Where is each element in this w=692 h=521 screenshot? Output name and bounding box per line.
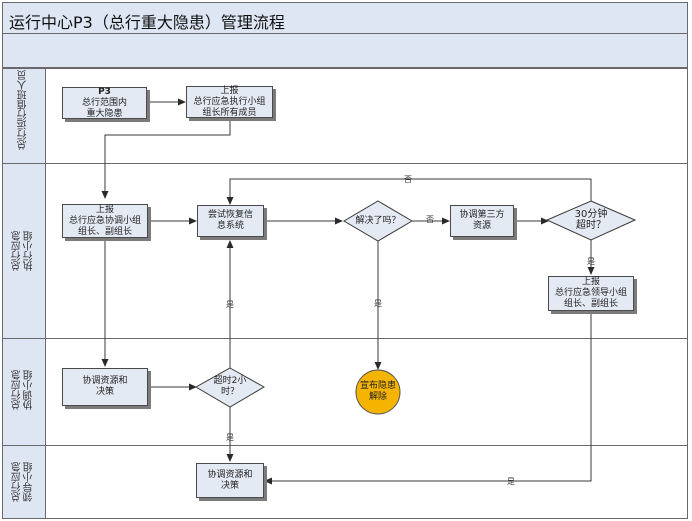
lane-label-cell-leader: 总行应急 领导小组 [2, 445, 46, 519]
decision-solved-text: 解决了吗？ [344, 208, 412, 234]
lane-divider [2, 68, 688, 69]
edge-label-yes-2h-up: 是 [226, 300, 234, 309]
end-announce-line: 宣布隐患 [359, 381, 396, 391]
node-report-coord-line: 组长、副组长 [77, 226, 132, 237]
header-sub-bar [2, 34, 688, 68]
node-report-leader: 上报 总行应急领导小组 组长、副组长 [548, 276, 634, 311]
edge-label-yes-30: 是 [587, 257, 595, 266]
node-p3-line: 总行范围内 [81, 97, 127, 108]
node-report-exec-line: 总行应急执行小组 [193, 96, 266, 107]
node-p3-line: P3 [98, 86, 111, 97]
decision-timeout2h-text: 超时2小 时？ [196, 373, 264, 401]
node-leader-decide-line: 协调资源和 [207, 469, 253, 480]
node-report-exec: 上报 总行应急执行小组 组长所有成员 [186, 86, 273, 118]
decision-timeout2h-line: 时？ [220, 387, 239, 397]
edge-label-yes-2h-down: 是 [226, 433, 234, 442]
edge-label-no-top: 否 [404, 175, 412, 184]
node-leader-decide-line: 决策 [220, 480, 239, 491]
node-restore-line: 尝试恢复信 [207, 210, 253, 220]
node-report-leader-line: 上报 [581, 277, 600, 287]
lane-label-cell-duty: 总行运行值班人员 [2, 68, 46, 163]
node-p3-line: 重大隐患 [86, 108, 123, 119]
lane-divider [2, 338, 688, 339]
edge-report-to-coord-report [101, 117, 231, 199]
node-report-coord: 上报 总行应急协调小组 组长、副组长 [62, 204, 148, 238]
decision-timeout30-text: 30分钟 超时？ [547, 206, 635, 234]
decision-timeout30-line: 30分钟 [574, 209, 608, 220]
decision-timeout2h-line: 超时2小 [213, 376, 247, 386]
node-report-coord-line: 总行应急协调小组 [68, 215, 141, 226]
decision-solved-line: 解决了吗？ [355, 215, 401, 226]
lane-duty [46, 68, 688, 163]
node-coord-decide-line: 决策 [95, 387, 114, 397]
decision-timeout30 [545, 200, 637, 241]
edge-timeout30-no-to-restore [226, 178, 592, 205]
decision-solved [343, 200, 413, 242]
end-announce [355, 369, 401, 415]
lane-label-cell-exec: 总行应急 执行小组 [2, 163, 46, 338]
lane-divider [2, 518, 688, 519]
node-restore: 尝试恢复信 息系统 [197, 205, 264, 237]
node-leader-decide: 协调资源和 决策 [196, 463, 264, 498]
node-report-exec-line: 上报 [220, 85, 239, 96]
edge-label-no-mid: 否 [426, 215, 434, 224]
lane-label-cell-coord: 总行应急 协调小组 [2, 338, 46, 445]
node-report-exec-line: 组长所有成员 [202, 107, 257, 118]
node-coord-decide-line: 协调资源和 [82, 376, 128, 386]
lane-divider [2, 163, 688, 164]
edge-label-yes-bottom: 是 [507, 477, 515, 486]
node-restore-line: 息系统 [216, 221, 244, 231]
lane-divider [2, 445, 688, 446]
node-p3: P3 总行范围内 重大隐患 [62, 87, 147, 119]
node-third-party-line: 协调第三方 [459, 210, 505, 220]
node-third-party: 协调第三方 资源 [450, 205, 514, 237]
page-title: 运行中心P3（总行重大隐患）管理流程 [9, 13, 285, 32]
node-report-leader-line: 总行应急领导小组 [554, 288, 627, 298]
title-bar: 运行中心P3（总行重大隐患）管理流程 [2, 2, 688, 34]
node-report-coord-line: 上报 [95, 204, 114, 215]
edge-leader-report-to-leader-decide [264, 311, 592, 485]
node-coord-decide: 协调资源和 决策 [62, 368, 148, 406]
node-third-party-line: 资源 [472, 221, 491, 231]
lane-leader [46, 445, 688, 519]
end-announce-text: 宣布隐患 解除 [356, 380, 400, 404]
end-announce-line: 解除 [368, 392, 387, 402]
decision-timeout30-line: 超时？ [576, 220, 606, 231]
decision-timeout2h [194, 367, 266, 408]
edge-label-yes-solved: 是 [374, 299, 382, 308]
node-report-leader-line: 组长、副组长 [563, 299, 618, 309]
